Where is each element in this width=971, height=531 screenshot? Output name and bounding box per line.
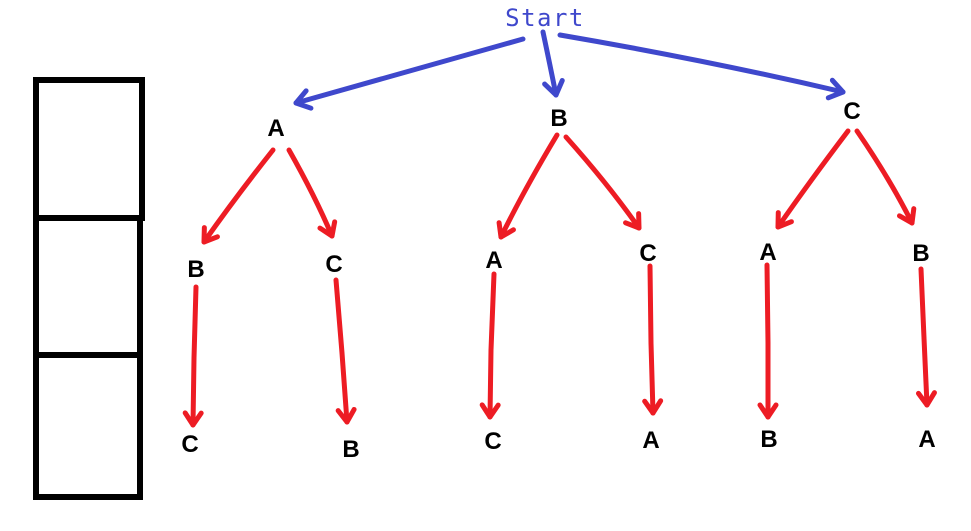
box-stack — [33, 77, 145, 500]
branch-edges — [201, 128, 917, 245]
edge-b-to-c — [563, 134, 642, 231]
edge-ca-to-b — [757, 262, 779, 420]
edge-ac-to-b — [333, 277, 357, 425]
edge-cb-to-a — [915, 266, 937, 408]
edge-c-to-b — [854, 128, 917, 226]
edge-c-to-a — [775, 128, 851, 230]
leaf-bac: C — [484, 428, 501, 455]
node-b-a: A — [485, 247, 502, 274]
leaf-cba: A — [918, 426, 935, 453]
edge-ba-to-c — [479, 271, 501, 420]
edge-a-to-b — [201, 147, 276, 245]
root-edges — [293, 29, 846, 111]
empty-box-1 — [33, 77, 145, 221]
edge-ab-to-c — [182, 284, 204, 428]
leaf-abc: C — [181, 431, 198, 458]
node-c-b: B — [912, 240, 929, 267]
leaf-edges — [182, 262, 937, 428]
node-start: Start — [505, 4, 585, 32]
leaf-acb: B — [342, 436, 359, 463]
node-labels: Start A B C B C A C A B C B C A B A — [181, 4, 935, 463]
edge-start-to-b — [540, 29, 565, 98]
node-c: C — [843, 98, 860, 125]
edge-start-to-c — [557, 32, 846, 101]
edge-start-to-a — [293, 36, 526, 111]
leaf-bca: A — [642, 427, 659, 454]
node-b: B — [550, 105, 567, 132]
empty-box-3 — [33, 352, 143, 500]
leaf-cab: B — [760, 426, 777, 453]
node-c-a: A — [759, 239, 776, 266]
edge-b-to-a — [496, 132, 560, 240]
node-a: A — [267, 115, 284, 142]
empty-box-2 — [33, 215, 143, 358]
node-a-c: C — [325, 251, 342, 278]
edge-a-to-c — [286, 147, 338, 239]
node-a-b: B — [187, 256, 204, 283]
edge-bc-to-a — [642, 263, 664, 416]
node-b-c: C — [639, 240, 656, 267]
